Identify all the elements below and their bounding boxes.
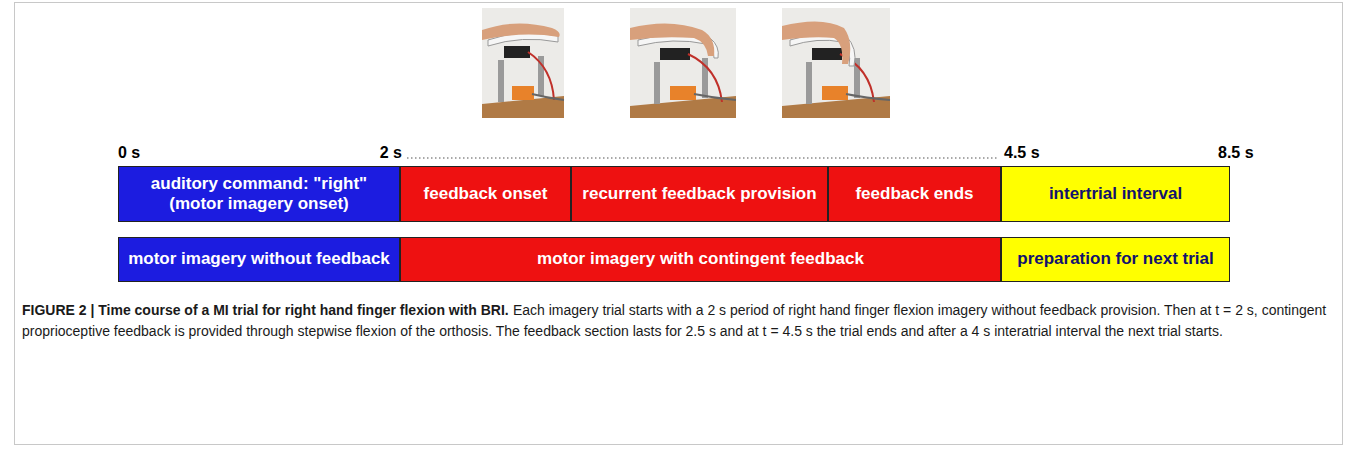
timeline-box: preparation for next trial xyxy=(1001,237,1230,282)
box-label: feedback onset xyxy=(424,184,548,204)
caption-title: FIGURE 2 | Time course of a MI trial for… xyxy=(22,302,509,318)
box-label: feedback ends xyxy=(855,184,973,204)
timeline-box: intertrial interval xyxy=(1001,166,1230,222)
post xyxy=(654,62,660,104)
cable xyxy=(846,94,890,100)
box-label: preparation for next trial xyxy=(1017,249,1213,269)
timeline-box: feedback onset xyxy=(400,166,571,222)
time-mark: 2 s xyxy=(380,144,402,162)
servo-motor xyxy=(812,48,842,60)
timeline-box: feedback ends xyxy=(828,166,1001,222)
time-mark: 0 s xyxy=(118,144,140,162)
box-label: motor imagery without feedback xyxy=(128,249,390,269)
timeline-box: auditory command: "right" (motor imagery… xyxy=(118,166,400,222)
time-mark: 4.5 s xyxy=(1004,144,1040,162)
post xyxy=(806,62,812,104)
photo-ground xyxy=(782,8,890,118)
control-box xyxy=(822,86,848,100)
control-box xyxy=(670,86,696,100)
wire xyxy=(688,54,722,102)
orthosis-photo xyxy=(630,8,736,118)
servo-motor xyxy=(660,48,690,60)
photo-ground xyxy=(482,8,564,118)
figure-caption: FIGURE 2 | Time course of a MI trial for… xyxy=(22,300,1334,342)
figure-frame xyxy=(15,3,1343,445)
box-label: motor imagery with contingent feedback xyxy=(537,249,864,269)
cable xyxy=(532,94,564,100)
box-label: recurrent feedback provision xyxy=(582,184,816,204)
photo-ground xyxy=(630,8,736,118)
orthosis-photo xyxy=(782,8,890,118)
servo-motor xyxy=(504,46,530,58)
box-label: auditory command: "right" (motor imagery… xyxy=(127,174,391,215)
wire xyxy=(528,52,554,100)
post xyxy=(498,60,504,102)
dotted-span-line xyxy=(407,157,999,158)
timeline-box: recurrent feedback provision xyxy=(571,166,828,222)
time-mark: 8.5 s xyxy=(1218,144,1254,162)
timeline-box: motor imagery without feedback xyxy=(118,237,400,282)
hand xyxy=(630,23,714,56)
box-label: intertrial interval xyxy=(1049,184,1182,204)
cable xyxy=(694,94,736,100)
orthosis-photo xyxy=(482,8,564,118)
timeline-box: motor imagery with contingent feedback xyxy=(400,237,1001,282)
hand xyxy=(482,23,560,40)
control-box xyxy=(512,86,534,100)
hand xyxy=(782,21,850,64)
